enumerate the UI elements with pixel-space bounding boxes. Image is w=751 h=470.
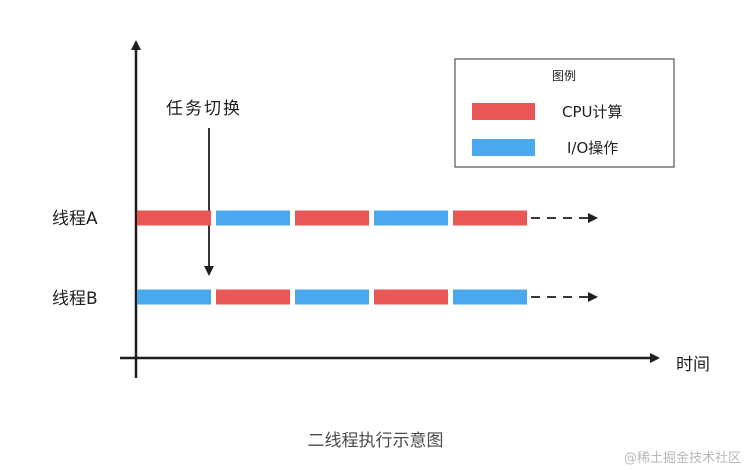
task-switch-label: 任务切换 — [166, 99, 242, 119]
thread-a-segment-io — [374, 210, 448, 226]
thread-b-segment-cpu — [216, 289, 290, 305]
thread-a-label: 线程A — [52, 209, 98, 229]
legend: 图例 CPU计算 I/O操作 — [454, 58, 675, 168]
thread-b-segment-io — [137, 289, 211, 305]
thread-b-label: 线程B — [52, 289, 98, 309]
x-axis-label: 时间 — [676, 355, 710, 375]
legend-swatch-io — [472, 139, 535, 156]
thread-a-segment-cpu — [137, 210, 211, 226]
watermark: @稀土掘金技术社区 — [623, 451, 741, 466]
thread-a-segment-cpu — [295, 210, 369, 226]
legend-title: 图例 — [552, 69, 576, 83]
thread-b-timeline — [137, 289, 598, 305]
figure-caption: 二线程执行示意图 — [307, 431, 444, 451]
legend-label-cpu: CPU计算 — [562, 103, 623, 121]
legend-swatch-cpu — [472, 103, 535, 120]
thread-b-segment-io — [453, 289, 527, 305]
thread-b-segment-io — [295, 289, 369, 305]
thread-a-timeline — [137, 210, 598, 226]
thread-b-segment-cpu — [374, 289, 448, 305]
thread-a-segment-io — [216, 210, 290, 226]
legend-label-io: I/O操作 — [567, 139, 618, 157]
thread-a-segment-cpu — [453, 210, 527, 226]
